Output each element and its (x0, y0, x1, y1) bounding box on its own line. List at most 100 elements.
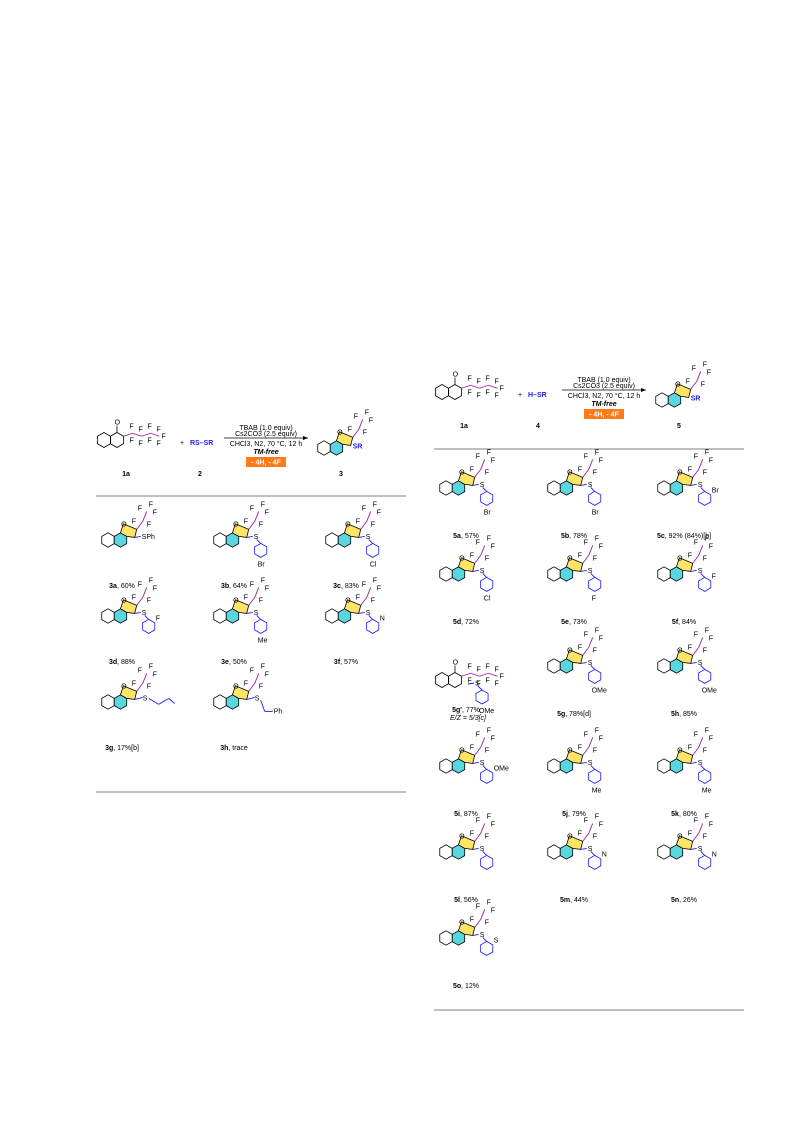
s-aryl-bond (368, 539, 374, 544)
fluorine-label: F (487, 899, 491, 906)
fluorine-label: F (261, 663, 265, 670)
benzo-ring (547, 844, 561, 860)
fluorine-label: F (578, 644, 582, 651)
furan-oxygen-label: O (677, 555, 683, 562)
cf2-bond (360, 521, 368, 530)
fluorine-label: F (593, 555, 597, 562)
c-s-bond (472, 483, 479, 486)
c-s-bond (358, 535, 365, 538)
s-aryl-bond (256, 615, 262, 620)
furan-oxygen-label: O (121, 521, 127, 528)
cf3-bond (698, 823, 704, 834)
compound-id: 5c (657, 533, 665, 540)
right-label-reagent: 4 (536, 423, 540, 430)
right-compound-label: 5i, 87% (454, 811, 478, 818)
left-compound-label: 3g, 17%[b] (105, 745, 139, 752)
furan-ring (119, 523, 138, 538)
fluorine-label: F (153, 671, 157, 678)
fluorine-label: F (491, 543, 495, 550)
furan-ring (231, 685, 250, 700)
fluorine-label: F (694, 539, 698, 546)
c-s-bond (134, 611, 141, 614)
c-s-bond (690, 661, 697, 664)
fluorine-label: F (688, 552, 692, 559)
fluorine-label: F (709, 635, 713, 642)
fluorine-label: F (161, 433, 165, 440)
fluorine-label: F (485, 469, 489, 476)
furan-ring (231, 523, 250, 538)
cf2-bond (582, 747, 590, 756)
fluorine-label: F (261, 501, 265, 508)
aryl-ring (588, 490, 602, 506)
fluorine-label: F (377, 509, 381, 516)
fluorine-label: F (487, 727, 491, 734)
furan-ring (565, 649, 584, 664)
furan-ring (675, 835, 694, 850)
aryl-substituent-label: OMe (702, 687, 717, 694)
fluorine-label: F (705, 449, 709, 456)
fluorine-label: F (709, 543, 713, 550)
s-aryl-bond (700, 851, 706, 856)
fluorine-label: F (705, 813, 709, 820)
furan-oxygen-label: O (567, 647, 573, 654)
cf2-bond (248, 683, 256, 692)
c-s-bond (690, 847, 697, 850)
left-condition-3: CHCl3, N2, 70 °C, 12 h (230, 440, 303, 448)
c-s-bond (246, 611, 253, 614)
c-s-bond (472, 933, 479, 936)
fluorine-label: F (244, 594, 248, 601)
furan-ring (673, 383, 692, 398)
tetralone-ring (448, 384, 462, 400)
fluorine-label: F (487, 813, 491, 820)
fluorine-label: F (584, 631, 588, 638)
aryl-substituent-label: Me (702, 787, 712, 794)
fluorine-label: F (595, 627, 599, 634)
fluorine-label: F (703, 555, 707, 562)
left-label-product: 3 (339, 471, 343, 478)
perfluoro-chain-bond (488, 672, 498, 677)
compound-id: 3e (221, 659, 229, 666)
compound-yield: , 26% (679, 897, 697, 904)
fluorine-label: F (578, 830, 582, 837)
fluorine-label: F (701, 381, 705, 388)
fluorine-label: F (595, 535, 599, 542)
aryl-substituent-label: Cl (484, 595, 491, 602)
fluorine-label: F (373, 577, 377, 584)
c-s-bond (690, 483, 697, 486)
c-s-bond (358, 611, 365, 614)
fluorine-label: F (369, 417, 373, 424)
left-reagent: RS–SR (190, 440, 213, 447)
compound-yield: , 50% (229, 659, 247, 666)
furan-ring (231, 599, 250, 614)
benzo-ring (657, 480, 671, 496)
aryl-ring (480, 854, 494, 870)
cf2-bond (582, 555, 590, 564)
cf2-bond (692, 555, 700, 564)
left-compound-label: 3a, 60% (109, 583, 135, 590)
fluorine-label: F (688, 466, 692, 473)
fluorine-label: F (485, 919, 489, 926)
sulfur-label: S (475, 681, 480, 688)
benzo-ring (317, 440, 331, 456)
right-compound-label: 5j, 79% (562, 811, 586, 818)
benzo-ring (655, 392, 669, 408)
furan-ring (457, 557, 476, 572)
compound-id: 3h (220, 745, 228, 752)
fluorine-label: F (485, 747, 489, 754)
sulfur-label: S (142, 610, 147, 617)
furan-ring (457, 921, 476, 936)
cf3-bond (698, 545, 704, 556)
benzyl-bond (260, 700, 266, 712)
sulfur-label: S (480, 760, 485, 767)
c-s-bond (690, 569, 697, 572)
benzo-ring (439, 566, 453, 582)
cf3-bond (698, 637, 704, 648)
aryl-ring (698, 490, 712, 506)
compound-yield: , 77% (462, 707, 480, 714)
compound-yield: , 44% (570, 897, 588, 904)
compound-id: 5a (453, 533, 461, 540)
c-s-bond (472, 761, 479, 764)
benzo-ring (213, 694, 227, 710)
compound-id: 3a (109, 583, 117, 590)
